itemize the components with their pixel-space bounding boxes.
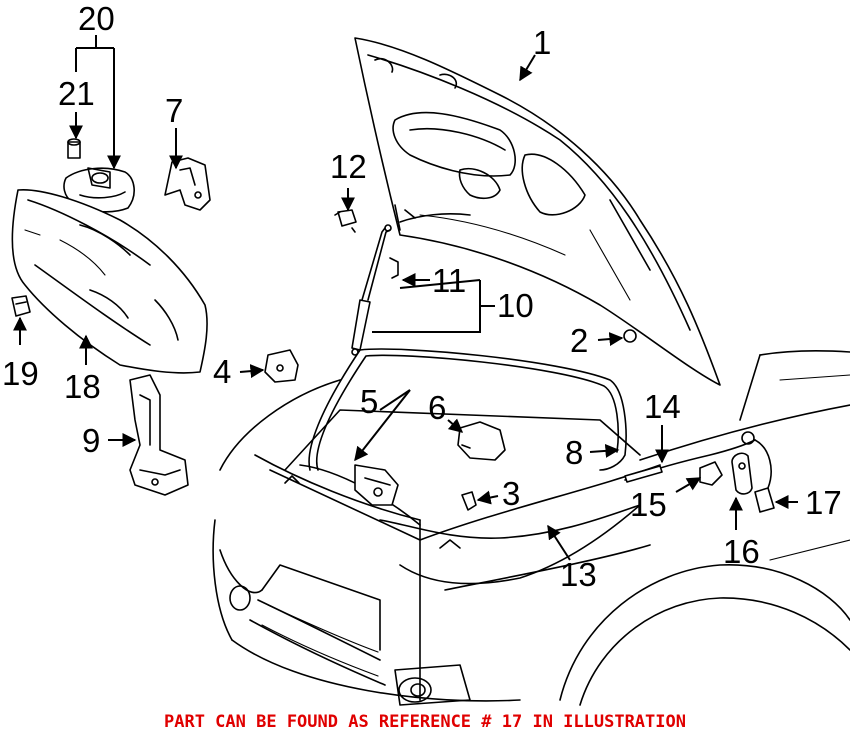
reference-note: PART CAN BE FOUND AS REFERENCE # 17 IN I… xyxy=(164,712,686,732)
callout-6: 6 xyxy=(428,389,446,426)
callout-7: 7 xyxy=(165,92,183,129)
callout-21: 21 xyxy=(58,75,95,112)
bumper-stop xyxy=(67,138,81,159)
clip-part-19 xyxy=(11,295,31,317)
callout-16: 16 xyxy=(723,533,760,570)
vehicle-front-body xyxy=(212,349,850,706)
callout-labels: 1 2 3 4 5 6 7 8 9 10 11 12 13 14 15 16 1… xyxy=(2,0,842,593)
hood-lift-support xyxy=(351,224,392,356)
cable-connector xyxy=(699,461,723,486)
hood-panel xyxy=(354,37,721,386)
hood-latch-bracket xyxy=(264,349,299,383)
callout-11: 11 xyxy=(432,262,466,299)
callout-12: 12 xyxy=(330,148,367,185)
hinge-bracket xyxy=(164,157,211,211)
hood-seal xyxy=(308,348,627,471)
callout-4: 4 xyxy=(213,353,231,390)
callout-14: 14 xyxy=(644,388,681,425)
grommet xyxy=(334,209,357,233)
callout-10: 10 xyxy=(497,287,534,324)
callout-13: 13 xyxy=(560,556,597,593)
leader-lines xyxy=(13,35,798,561)
support-clip xyxy=(389,257,399,279)
callout-19: 19 xyxy=(2,355,39,392)
clip-part-3 xyxy=(461,491,477,511)
callout-20: 20 xyxy=(78,0,115,37)
callout-9: 9 xyxy=(82,422,100,459)
hood-latch xyxy=(354,464,399,506)
callout-1: 1 xyxy=(533,24,551,61)
release-handle xyxy=(731,452,753,495)
support-bracket xyxy=(129,374,189,496)
release-cable-rear xyxy=(624,431,772,489)
callout-18: 18 xyxy=(64,368,101,405)
callout-15: 15 xyxy=(630,486,667,523)
release-cable-front xyxy=(379,504,641,585)
callout-5: 5 xyxy=(360,383,378,420)
hood-pad-assembly xyxy=(63,167,135,213)
release-lever xyxy=(457,421,506,461)
callout-17: 17 xyxy=(805,484,842,521)
callout-3: 3 xyxy=(502,475,520,512)
clip-part-17 xyxy=(754,487,775,513)
callout-8: 8 xyxy=(565,434,583,471)
hood-insulation-pad xyxy=(11,188,208,374)
callout-2: 2 xyxy=(570,322,588,359)
hood-plug xyxy=(623,329,637,343)
